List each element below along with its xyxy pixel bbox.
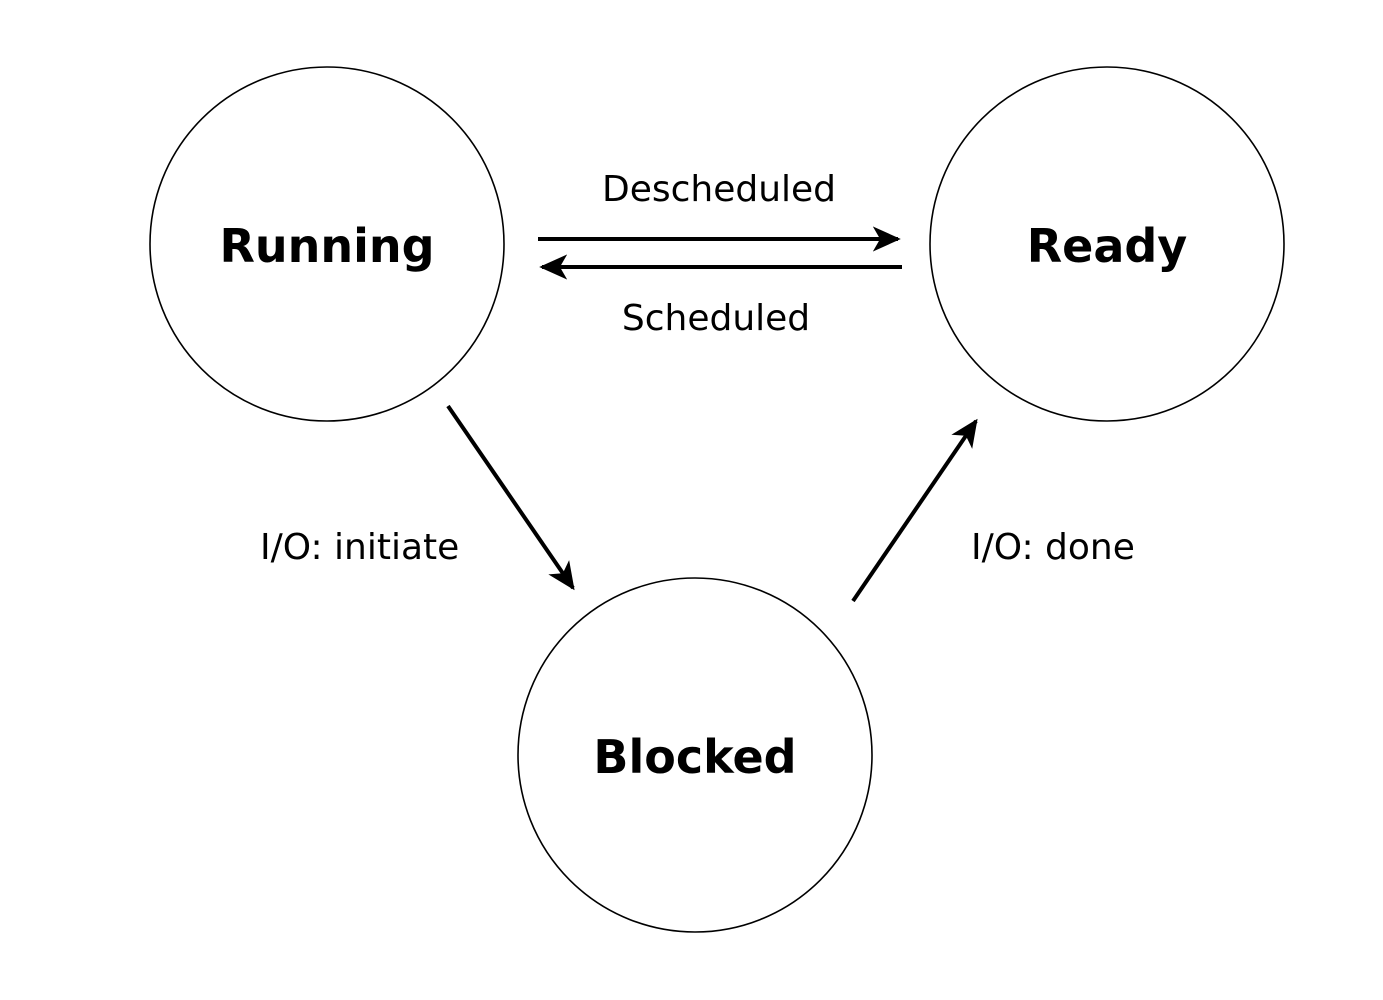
transition-io-done: I/O: done xyxy=(851,418,1135,603)
state-blocked-circle xyxy=(517,577,873,933)
scheduled-label: Scheduled xyxy=(622,298,810,339)
state-running-circle xyxy=(149,66,505,422)
descheduled-label: Descheduled xyxy=(602,169,836,210)
io-initiate-label: I/O: initiate xyxy=(260,527,459,568)
state-running-label: Running xyxy=(219,219,434,273)
io-initiate-arrow xyxy=(446,404,575,591)
state-running: Running xyxy=(149,66,505,422)
io-done-label: I/O: done xyxy=(971,527,1135,568)
state-ready-circle xyxy=(929,66,1285,422)
transition-io-initiate: I/O: initiate xyxy=(260,404,575,591)
state-blocked-label: Blocked xyxy=(593,730,796,784)
state-ready: Ready xyxy=(929,66,1285,422)
state-ready-label: Ready xyxy=(1027,219,1188,273)
io-done-arrow xyxy=(851,418,978,603)
state-blocked: Blocked xyxy=(517,577,873,933)
transition-descheduled: Descheduled xyxy=(538,169,901,252)
transition-scheduled: Scheduled xyxy=(539,254,902,339)
